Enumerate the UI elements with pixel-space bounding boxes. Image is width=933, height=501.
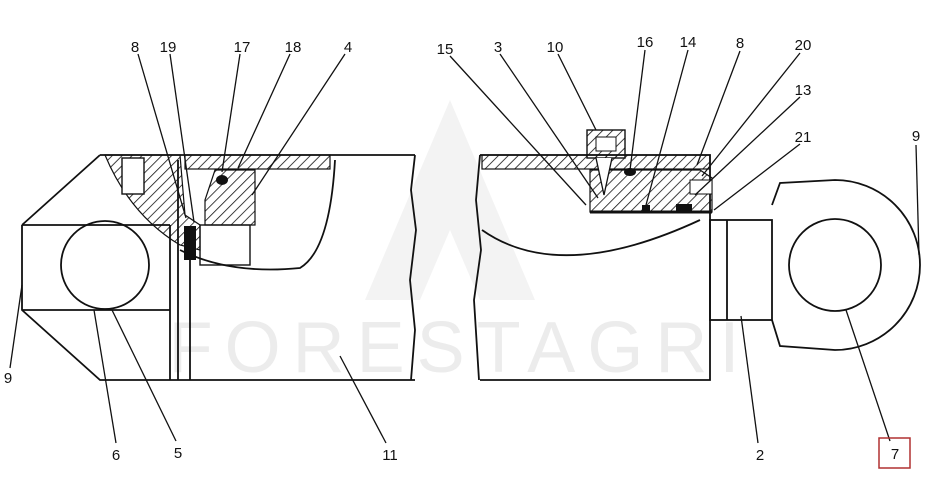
callout-20: 20 [795, 37, 812, 54]
callout-5: 5 [174, 445, 182, 462]
piston-rod [709, 219, 773, 321]
callout-3: 3 [494, 39, 502, 56]
callout-16: 16 [637, 34, 654, 51]
callout-10: 10 [547, 39, 564, 56]
highlight-box [878, 437, 911, 469]
callout-6: 6 [112, 447, 120, 464]
callout-2: 2 [756, 447, 764, 464]
callout-9-left: 9 [4, 370, 12, 387]
callout-19: 19 [160, 39, 177, 56]
callout-labels: 8 19 17 18 4 15 3 10 16 14 8 20 13 21 9 … [4, 34, 920, 469]
rod-eye-bore [788, 218, 882, 312]
callout-9-right: 9 [912, 128, 920, 145]
cap-pin-bore [60, 220, 150, 310]
callout-14: 14 [680, 34, 697, 51]
callout-18: 18 [285, 39, 302, 56]
callout-4: 4 [344, 39, 352, 56]
cylinder-rod-end [473, 129, 921, 381]
callout-11: 11 [382, 447, 398, 464]
callout-7-highlighted[interactable]: 7 [891, 446, 899, 463]
rod-eye [771, 179, 921, 351]
watermark: FORESTAGRI [169, 100, 752, 388]
callout-21: 21 [795, 129, 812, 146]
leader-lines [9, 49, 920, 444]
callout-13: 13 [795, 82, 812, 99]
cylinder-cap-end [21, 154, 417, 381]
svg-text:FORESTAGRI: FORESTAGRI [169, 308, 752, 388]
callout-8: 8 [131, 39, 139, 56]
callout-17: 17 [234, 39, 251, 56]
callout-15: 15 [437, 41, 454, 58]
callout-8b: 8 [736, 35, 744, 52]
